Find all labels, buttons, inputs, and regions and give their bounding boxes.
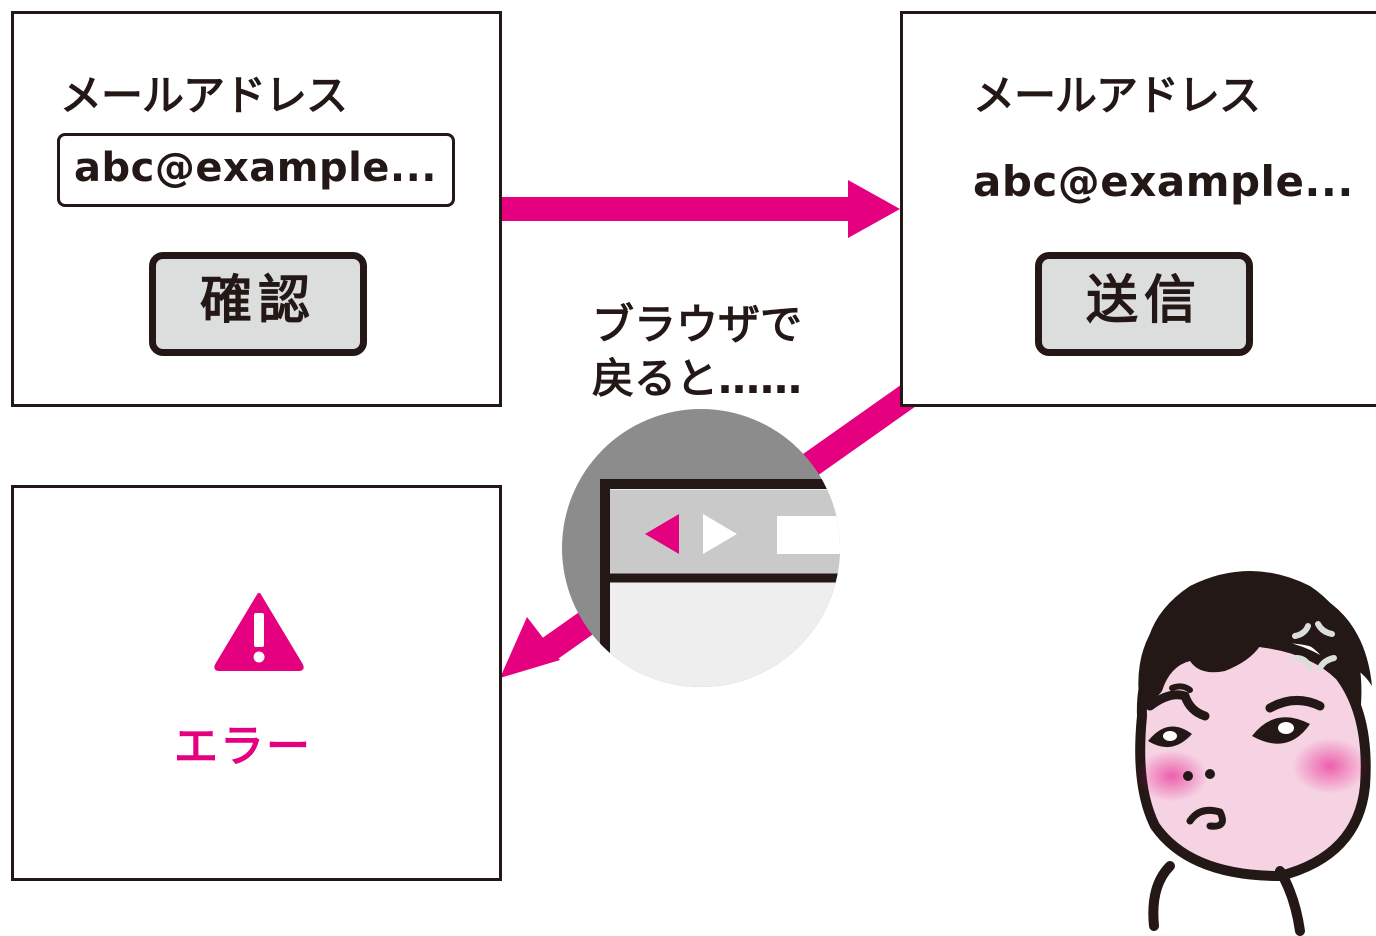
back-caption: ブラウザで 戻ると…… xyxy=(592,298,802,406)
caption-line-1: ブラウザで xyxy=(592,300,803,349)
error-screen: エラー xyxy=(11,485,502,881)
warning-icon xyxy=(214,593,304,671)
error-message: エラー xyxy=(174,721,312,772)
email-label: メールアドレス xyxy=(973,71,1261,120)
back-arrow-icon[interactable] xyxy=(645,514,679,554)
email-input[interactable]: abc@example... xyxy=(57,133,455,207)
caption-line-2: 戻ると…… xyxy=(592,354,803,403)
browser-magnifier xyxy=(562,409,840,687)
email-label: メールアドレス xyxy=(60,71,348,120)
address-bar[interactable] xyxy=(777,516,867,554)
confirm-screen: メールアドレス abc@example... 送信 xyxy=(900,11,1376,407)
angry-user-illustration xyxy=(1135,571,1372,936)
email-value: abc@example... xyxy=(973,157,1354,206)
arrow-to-confirm xyxy=(500,180,900,238)
confirm-button[interactable]: 確認 xyxy=(149,252,367,356)
send-button[interactable]: 送信 xyxy=(1035,252,1253,356)
input-screen: メールアドレス abc@example... 確認 xyxy=(11,11,502,407)
forward-arrow-icon[interactable] xyxy=(703,514,737,554)
